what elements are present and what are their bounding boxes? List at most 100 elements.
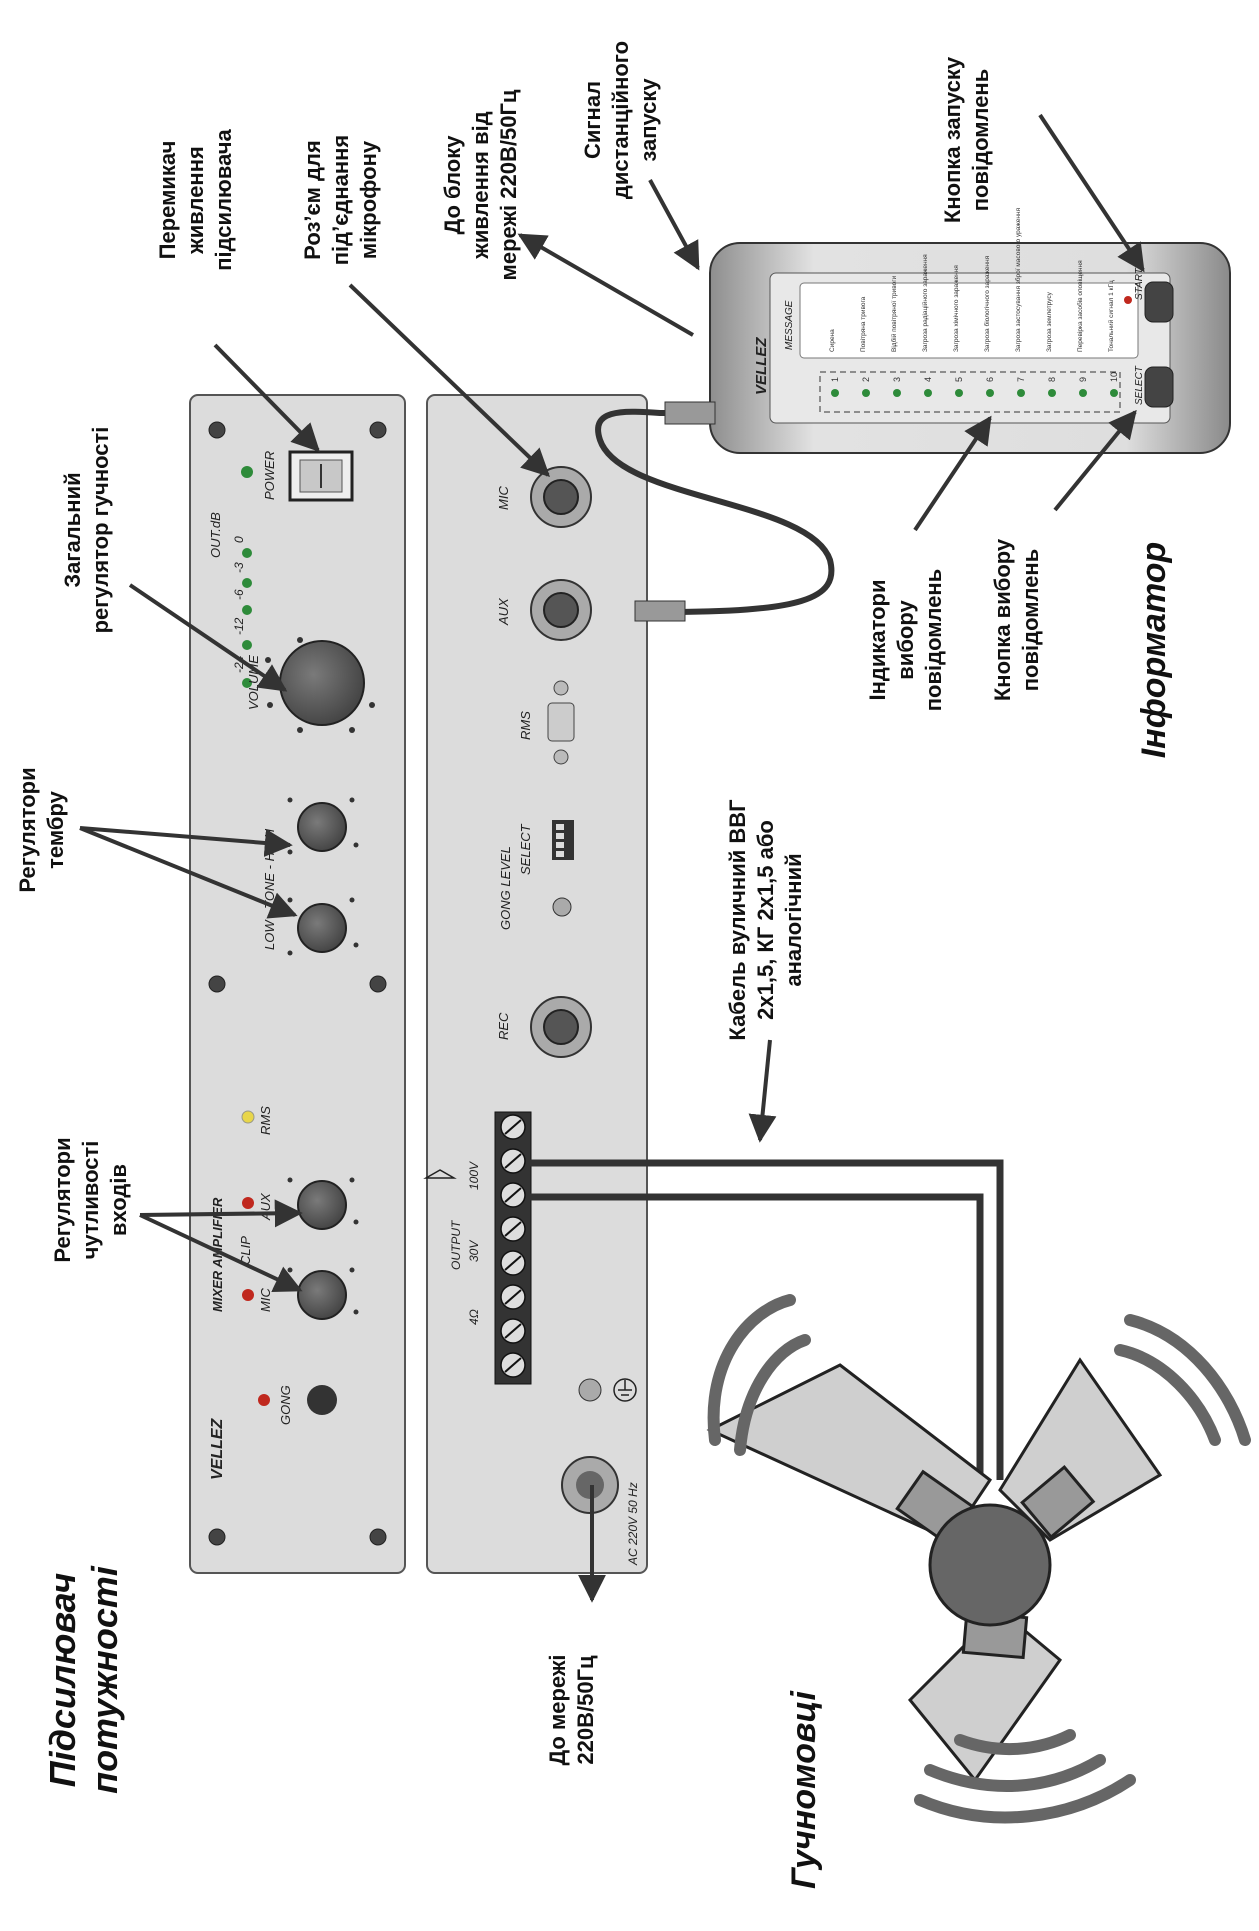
power-label: POWER [262, 451, 277, 500]
mic-gain-knob[interactable] [297, 1270, 347, 1320]
amplifier-rear-panel: MIC AUX RMS SELECT GONG LEVEL REC OUTPUT… [423, 394, 648, 1574]
mic-clip-led [242, 1289, 254, 1301]
db-led [242, 640, 252, 650]
message-indicator-led [924, 389, 932, 397]
informer-title-caption: Інформатор [1135, 542, 1173, 759]
remote-start-cable [595, 408, 835, 615]
db-level-label: -12 [232, 617, 246, 635]
gong-button[interactable] [307, 1385, 337, 1415]
message-item: Загроза радіаційного зараження [921, 254, 929, 352]
message-item: Повітряна тривога [859, 296, 867, 352]
start-led [1124, 296, 1132, 304]
channel-number: 6 [985, 377, 995, 382]
ground-screw [578, 1378, 602, 1402]
message-indicator-led [1110, 389, 1118, 397]
message-item: Тональний сигнал 1 кГц [1107, 280, 1115, 352]
screw-slot [504, 1255, 522, 1271]
message-indicator-led [862, 389, 870, 397]
aux-gain-knob[interactable] [297, 1180, 347, 1230]
clip-label: CLIP [238, 1236, 253, 1265]
message-item: Відбій повітряної тривоги [890, 275, 898, 352]
channel-number: 4 [923, 377, 933, 382]
rear-aux-label: AUX [496, 597, 511, 626]
informer-brand: VELLEZ [753, 337, 770, 395]
volume-knob[interactable] [279, 640, 365, 726]
screw-slot [504, 1153, 522, 1169]
rms-label: RMS [258, 1106, 273, 1135]
gong-led [258, 1394, 270, 1406]
db-level-label: -3 [232, 562, 246, 573]
message-item: Загроза хімічного зараження [952, 265, 960, 352]
speaker-cable [530, 1159, 1004, 1480]
aux-clip-led [242, 1197, 254, 1209]
tone-label: LOW - TONE - HIGH [262, 828, 277, 950]
screw-slot [504, 1119, 522, 1135]
message-item: Загроза біологічного зараження [983, 255, 991, 352]
message-indicator-led [1079, 389, 1087, 397]
speakers-title-caption: Гучномовці [785, 1689, 823, 1888]
out-db-label: OUT.dB [208, 512, 223, 558]
aux-label: AUX [258, 1192, 273, 1221]
power-led [241, 466, 253, 478]
model-label: MIXER AMPLIFIER [210, 1197, 225, 1312]
start-button[interactable] [1144, 281, 1174, 323]
cable-plug [634, 401, 716, 622]
channel-number: 1 [830, 377, 840, 382]
message-item: Перевірка засобів оповіщення [1076, 260, 1084, 352]
db-level-label: -6 [232, 589, 246, 600]
ohm-label: 4Ω [467, 1309, 481, 1325]
channel-number: 5 [954, 377, 964, 382]
start-label: START [1134, 267, 1145, 300]
channel-number: 2 [861, 377, 871, 382]
message-item: Загроза землетрусу [1046, 291, 1053, 352]
amplifier-front-panel: POWER OUT.dB 0-3-6-12-24 VOLUME LOW - TO… [189, 394, 406, 1574]
high-tone-knob[interactable] [297, 802, 347, 852]
amplifier-title-caption: Підсилювачпотужності [42, 1565, 125, 1794]
message-item: Сирена [829, 329, 836, 352]
rms-led [241, 1110, 255, 1124]
message-indicator-led [1048, 389, 1056, 397]
select-label: SELECT [518, 823, 533, 875]
message-indicator-led [986, 389, 994, 397]
informer-device: VELLEZ MESSAGE Сирена Повітряна тривога Ві… [709, 207, 1231, 454]
message-indicator-led [893, 389, 901, 397]
gong-label: GONG [278, 1385, 293, 1425]
gong-level-label: GONG LEVEL [498, 846, 513, 930]
message-indicator-led [831, 389, 839, 397]
channel-number: 7 [1016, 377, 1026, 382]
select-button[interactable] [1144, 366, 1174, 408]
message-label: MESSAGE [784, 300, 795, 350]
db-led [242, 548, 252, 558]
db-level-label: 0 [232, 536, 246, 543]
channel-number: 10 [1109, 372, 1119, 382]
power-switch[interactable] [288, 450, 354, 502]
screw-slot [504, 1187, 522, 1203]
db-led [242, 605, 252, 615]
screw-icon [208, 421, 387, 1546]
speaker-hub [928, 1503, 1052, 1627]
low-tone-knob[interactable] [297, 903, 347, 953]
callout-arrows [79, 113, 1145, 1603]
rms-connector[interactable] [547, 680, 575, 765]
screw-slot [504, 1221, 522, 1237]
channel-number: 8 [1047, 377, 1057, 382]
channel-number: 9 [1078, 377, 1088, 382]
db-led [242, 578, 252, 588]
caption-group: Підсилювачпотужності ІнформаторГучномовці… [15, 41, 1173, 1889]
v30-label: 30V [467, 1240, 481, 1262]
select-label-informer: SELECT [1134, 365, 1145, 405]
v100-label: 100V [467, 1161, 481, 1190]
gong-level-trimmer[interactable] [552, 897, 572, 917]
